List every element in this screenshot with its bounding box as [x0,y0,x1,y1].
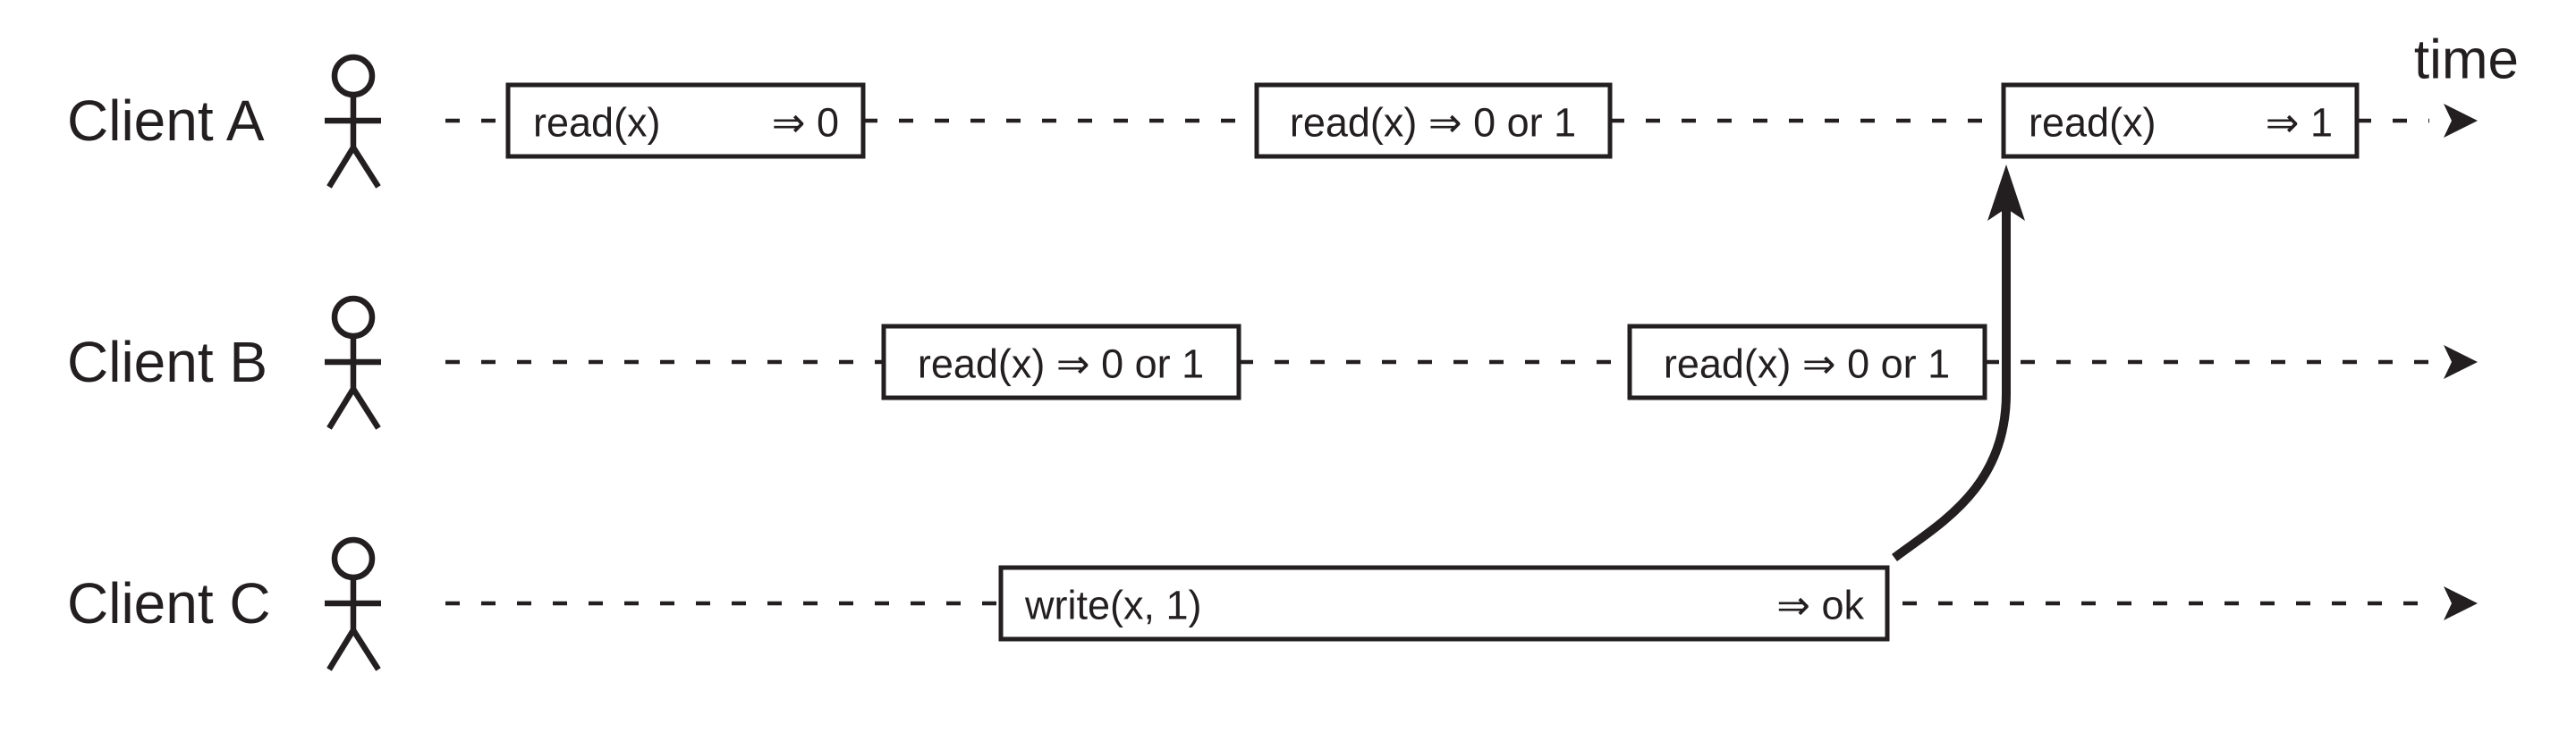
operation-result-label: ⇒ ok [1776,583,1864,628]
curved-arrow-shaft [1892,207,2011,562]
operation-box-write [998,565,1890,642]
operation-result-label: ⇒ 0 [772,100,839,146]
time-axis-label: time [2414,29,2519,91]
operation-box-read-3 [2001,82,2360,159]
row-client-b: Client B read(x) ⇒ 0 or 1 read(x) ⇒ 0 or… [67,299,2478,428]
operation-label: read(x) ⇒ 0 or 1 [1664,341,1950,387]
row-client-a: Client A read(x) ⇒ 0 read(x) ⇒ 0 or 1 re… [67,57,2478,187]
operation-box-read-2 [1254,82,1613,159]
row-client-c: Client C write(x, 1) ⇒ ok [67,540,2478,669]
client-a-label: Client A [67,88,265,153]
arrow-right-icon [2444,345,2478,379]
person-icon [325,540,381,669]
dependency-arrow [1892,164,2025,562]
person-icon [325,57,381,187]
arrow-up-icon [1987,164,2025,221]
client-b-label: Client B [67,330,267,394]
operation-box-read-2 [1627,324,1987,400]
client-c-label: Client C [67,571,271,636]
operation-call-label: read(x) [2029,100,2157,146]
operation-result-label: ⇒ 1 [2266,100,2333,146]
operation-label: read(x) ⇒ 0 or 1 [918,341,1204,387]
operation-box-read-1 [505,82,866,159]
operation-label: read(x) ⇒ 0 or 1 [1290,100,1576,146]
operation-box-read-1 [881,324,1241,400]
operation-call-label: read(x) [533,100,661,146]
operation-call-label: write(x, 1) [1024,583,1202,628]
arrow-right-icon [2444,586,2478,620]
arrow-right-icon [2444,104,2478,138]
person-icon [325,299,381,428]
